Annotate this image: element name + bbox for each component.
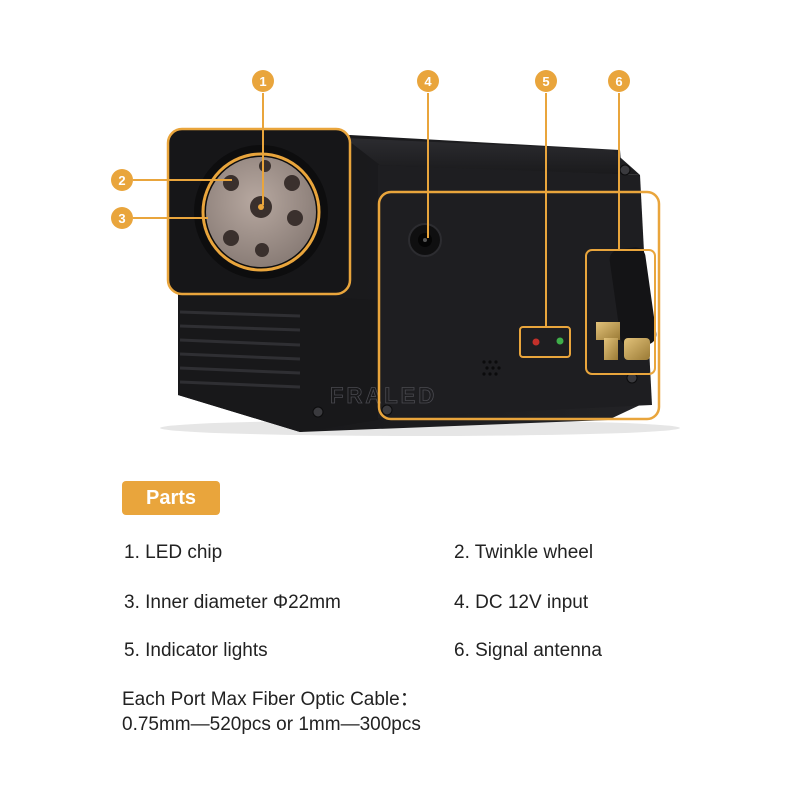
callout-marker-1: 1 bbox=[252, 70, 274, 92]
indicator-leds bbox=[532, 337, 564, 346]
screw-icons bbox=[312, 164, 638, 418]
callout-marker-4: 4 bbox=[417, 70, 439, 92]
part-item: 6. Signal antenna bbox=[454, 640, 602, 661]
cooling-fins bbox=[179, 310, 301, 389]
callout-marker-5: 5 bbox=[535, 70, 557, 92]
part-item: 3. Inner diameter Φ22mm bbox=[124, 592, 341, 613]
part-item: 4. DC 12V input bbox=[454, 592, 589, 613]
product-photo: FRALED bbox=[111, 70, 680, 436]
device-watermark: FRALED bbox=[330, 383, 437, 408]
callout-marker-2: 2 bbox=[111, 169, 133, 191]
callout-number: 1 bbox=[259, 74, 266, 89]
callout-marker-3: 3 bbox=[111, 207, 133, 229]
callout-number: 5 bbox=[542, 74, 549, 89]
lens-closeup bbox=[166, 127, 352, 296]
callout-number: 4 bbox=[424, 74, 432, 89]
note-line-2: 0.75mm—520pcs or 1mm—300pcs bbox=[122, 714, 421, 735]
fiber-capacity-note: Each Port Max Fiber Optic Cable： 0.75mm—… bbox=[122, 687, 722, 737]
antenna bbox=[596, 247, 657, 360]
callout-number: 3 bbox=[118, 211, 125, 226]
note-line-1: Each Port Max Fiber Optic Cable： bbox=[122, 689, 419, 710]
dc-input-jack bbox=[408, 223, 442, 257]
speaker-grille bbox=[482, 360, 501, 376]
callout-leader-lines bbox=[133, 93, 620, 327]
callout-number: 2 bbox=[118, 173, 125, 188]
part-item: 2. Twinkle wheel bbox=[454, 542, 594, 563]
parts-heading: Parts bbox=[122, 481, 220, 515]
part-item: 5. Indicator lights bbox=[124, 640, 268, 661]
part-item: 1. LED chip bbox=[124, 542, 223, 563]
callout-marker-6: 6 bbox=[608, 70, 630, 92]
rear-panel-callout-box bbox=[377, 190, 661, 421]
antenna-callout-box bbox=[585, 249, 656, 375]
callout-number: 6 bbox=[615, 74, 622, 89]
